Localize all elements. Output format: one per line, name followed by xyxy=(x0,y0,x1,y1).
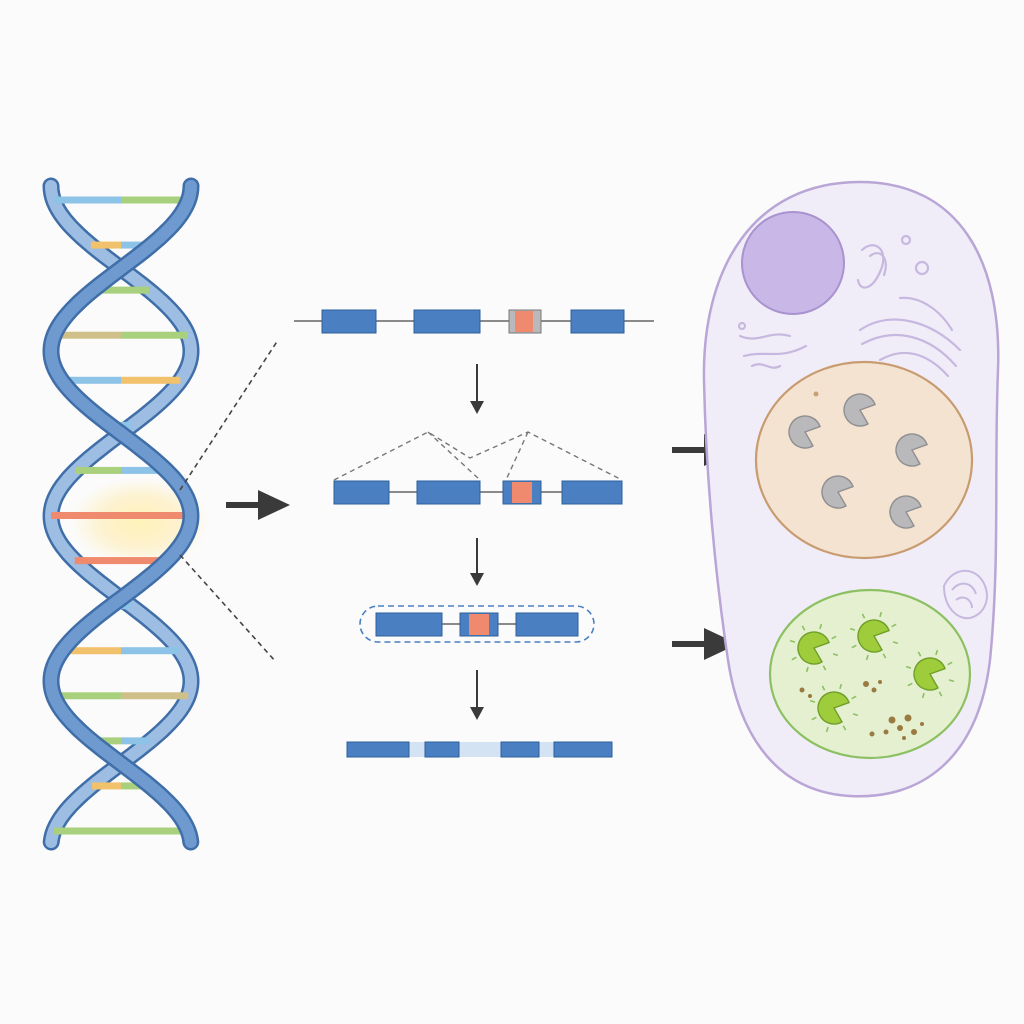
nucleus xyxy=(741,211,845,315)
enzyme-pacman-icon xyxy=(895,433,928,467)
zoom-line-bottom xyxy=(179,554,277,663)
active-enzyme-icon xyxy=(905,649,955,699)
enzyme-pacman-icon xyxy=(889,495,922,529)
arrow-right-icon xyxy=(226,490,290,520)
organelle-particle xyxy=(813,391,819,397)
enzyme-pacman-icon xyxy=(788,415,821,449)
splicing-icon xyxy=(333,431,623,505)
mutation-site xyxy=(515,311,533,332)
base-pair xyxy=(62,647,180,655)
arrow-down-icon xyxy=(470,538,484,586)
enzyme-pacman-icon xyxy=(821,475,854,509)
vesicle-cluster xyxy=(942,570,988,620)
exon-4 xyxy=(570,309,625,334)
base-pair xyxy=(53,692,189,700)
mature-mrna-icon xyxy=(359,605,595,643)
base-pair xyxy=(90,241,152,249)
active-enzyme-icon xyxy=(789,623,839,673)
arrow-down-icon xyxy=(470,670,484,720)
helix-strand-front xyxy=(42,177,200,851)
helix-base-pairs xyxy=(51,196,191,835)
accumulated-debris xyxy=(799,680,924,740)
golgi-apparatus xyxy=(737,234,962,378)
active-enzyme-icon xyxy=(809,683,859,733)
cell-icon xyxy=(702,180,1000,798)
base-pair xyxy=(51,512,191,519)
base-pair xyxy=(91,737,151,745)
arrow-right-icon xyxy=(672,628,738,660)
exon-2 xyxy=(413,309,481,334)
organelle-normal xyxy=(754,360,974,560)
base-pair xyxy=(61,376,181,384)
dna-double-helix-icon xyxy=(42,177,210,851)
base-pair xyxy=(53,827,189,835)
base-pair xyxy=(74,557,168,565)
protein-chain-icon xyxy=(346,741,613,758)
base-pair xyxy=(54,331,188,339)
enzyme-pacman-icon xyxy=(843,393,876,427)
active-enzyme-icon xyxy=(849,611,899,661)
helix-strand-a xyxy=(44,180,197,848)
base-pair xyxy=(53,196,189,204)
zoom-line-top xyxy=(179,339,279,491)
base-pair xyxy=(92,286,150,294)
gene-exon-intron-icon xyxy=(294,309,654,334)
arrow-down-icon xyxy=(470,364,484,414)
base-pair xyxy=(92,782,150,790)
normal-enzymes xyxy=(788,393,928,529)
exon-1 xyxy=(321,309,377,334)
mutant-enzymes xyxy=(789,611,955,733)
base-pair xyxy=(75,466,167,474)
